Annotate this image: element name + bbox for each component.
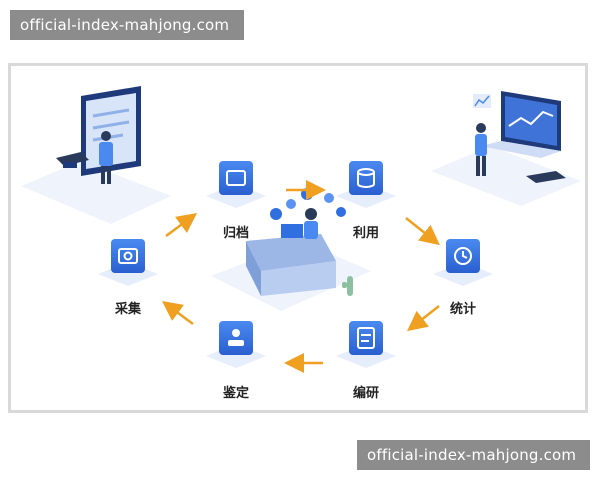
label-liyong: 利用 [352, 226, 380, 241]
arrow-tongji-to-bianyan [407, 305, 440, 332]
node-tongji [433, 239, 493, 286]
arrow-jianding-to-caiji [161, 301, 194, 326]
label-bianyan: 编研 [352, 386, 380, 401]
document-edit-icon [357, 327, 375, 349]
camera-icon [118, 248, 138, 264]
center-illustration [211, 188, 371, 311]
watermark-top: official-index-mahjong.com [10, 10, 244, 40]
database-icon [357, 168, 375, 188]
watermark-bottom: official-index-mahjong.com [357, 440, 590, 470]
arrow-caiji-to-guidang [165, 213, 198, 238]
cycle-arrows [161, 180, 440, 373]
node-liyong [336, 161, 396, 208]
node-guidang [206, 161, 266, 208]
right-illustration [431, 91, 581, 206]
node-bianyan [336, 321, 396, 368]
workflow-diagram [21, 86, 581, 373]
node-jianding [206, 321, 266, 368]
label-jianding: 鉴定 [222, 386, 250, 401]
arrow-liyong-to-tongji [405, 217, 440, 246]
label-guidang: 归档 [222, 226, 250, 241]
label-tongji: 统计 [449, 302, 477, 317]
folder-icon [226, 170, 246, 186]
left-illustration [21, 86, 171, 224]
person-upload-icon [228, 329, 244, 346]
node-caiji [98, 239, 158, 286]
diagram-frame: 归档 利用 采集 统计 鉴定 编研 [8, 63, 588, 413]
clock-icon [454, 247, 472, 265]
label-caiji: 采集 [114, 302, 142, 317]
